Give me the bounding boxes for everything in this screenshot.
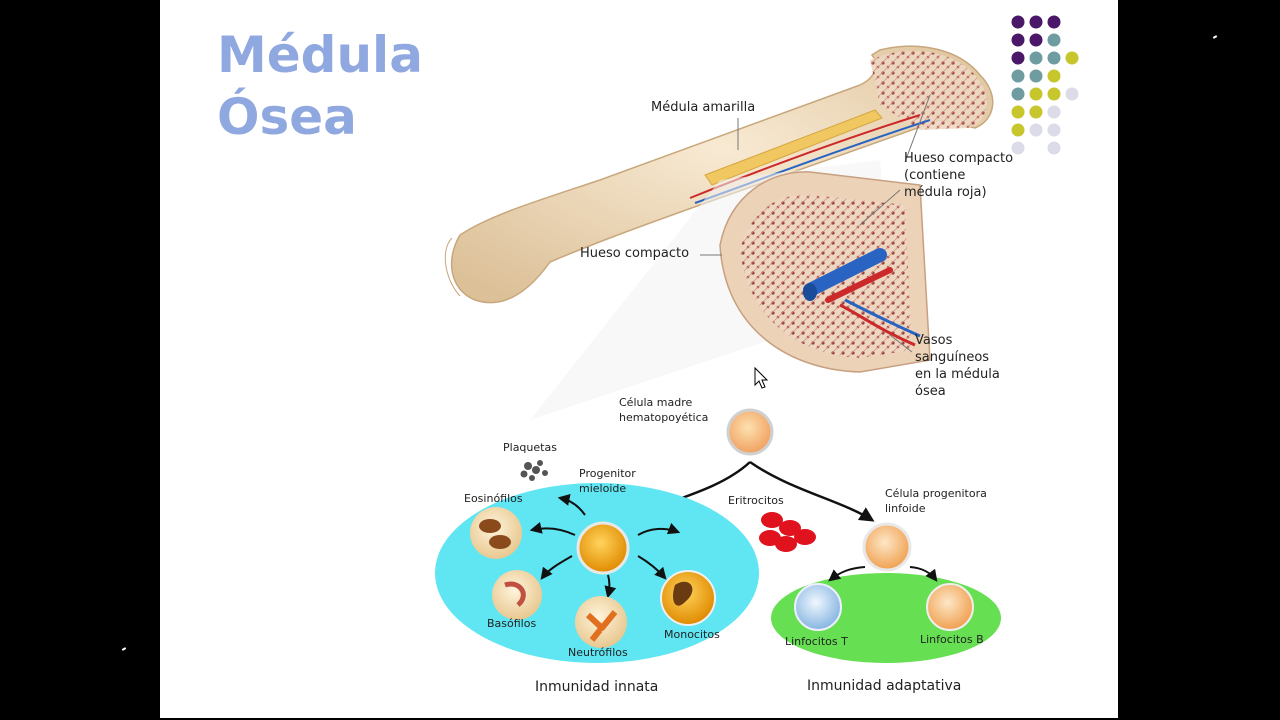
slide-title: Médula Ósea (217, 24, 423, 148)
label-progenitor-mieloide: Progenitor mieloide (579, 467, 636, 495)
stem-cell (726, 408, 774, 456)
bone-cross-section (719, 171, 931, 373)
erythrocytes (759, 512, 816, 552)
screen-artifact (121, 647, 127, 651)
decorative-dot-grid (1011, 15, 1079, 155)
decorative-dot (1047, 87, 1061, 101)
decorative-dot (1029, 123, 1043, 137)
decorative-dot (1011, 15, 1025, 29)
leader-lines (700, 94, 931, 353)
decorative-dot (1029, 33, 1043, 47)
label-medula-amarilla: Médula amarilla (651, 100, 756, 115)
decorative-dot (1011, 141, 1025, 155)
decorative-dot (1029, 105, 1043, 119)
label-hueso-compacto: Hueso compacto (580, 246, 690, 261)
neutrophil-cell (575, 596, 627, 648)
label-vasos-sanguineos: Vasos sanguíneos en la médula ósea (915, 333, 1000, 399)
decorative-dot (1011, 87, 1025, 101)
mouse-cursor-icon (754, 366, 769, 389)
decorative-dot (1047, 51, 1061, 65)
monocyte-cell (660, 570, 716, 626)
eosinophil-cell (470, 507, 522, 559)
t-lymphocyte-cell (794, 583, 842, 631)
label-celula-madre: Célula madre hematopoyética (619, 396, 709, 424)
myeloid-arrows (529, 494, 681, 599)
decorative-dot (1029, 87, 1043, 101)
decorative-dot (1011, 33, 1025, 47)
decorative-dot (1029, 51, 1043, 65)
decorative-dot (1011, 123, 1025, 137)
label-hueso-compacto-medula-roja: Hueso compacto (contiene médula roja) (904, 151, 1014, 200)
label-progenitora-linfoide: Célula progenitora linfoide (885, 487, 987, 515)
decorative-dot (1011, 69, 1025, 83)
label-basofilos: Basófilos (487, 617, 537, 630)
label-monocitos: Monocitos (664, 628, 720, 641)
decorative-dot (1065, 51, 1079, 65)
decorative-dot (1047, 33, 1061, 47)
platelets (520, 460, 548, 481)
femur-illustration (444, 45, 994, 304)
title-line-2: Ósea (217, 88, 357, 146)
label-eosinofilos: Eosinófilos (464, 492, 523, 505)
label-linfocitos-b: Linfocitos B (920, 633, 984, 646)
myeloid-progenitor-cell (576, 521, 630, 575)
label-neutrofilos: Neutrófilos (568, 646, 628, 659)
label-eritrocitos: Eritrocitos (728, 494, 784, 507)
decorative-dot (1011, 105, 1025, 119)
slide: Médula Ósea (160, 0, 1118, 718)
screen-artifact (1212, 35, 1218, 39)
b-lymphocyte-cell (926, 583, 974, 631)
decorative-dot (1011, 51, 1025, 65)
label-linfocitos-t: Linfocitos T (785, 635, 848, 648)
basophil-cell (492, 570, 542, 620)
label-inmunidad-adaptativa: Inmunidad adaptativa (807, 678, 962, 694)
decorative-dot (1047, 123, 1061, 137)
decorative-dot (1047, 105, 1061, 119)
decorative-dot (1047, 69, 1061, 83)
decorative-dot (1029, 15, 1043, 29)
lymphoid-progenitor-cell (862, 522, 912, 572)
decorative-dot (1047, 15, 1061, 29)
decorative-dot (1029, 69, 1043, 83)
bone-marrow-diagram (435, 45, 1001, 663)
label-inmunidad-innata: Inmunidad innata (535, 679, 659, 695)
label-plaquetas: Plaquetas (503, 441, 557, 454)
decorative-dot (1047, 141, 1061, 155)
decorative-dot (1065, 87, 1079, 101)
title-line-1: Médula (217, 26, 423, 84)
